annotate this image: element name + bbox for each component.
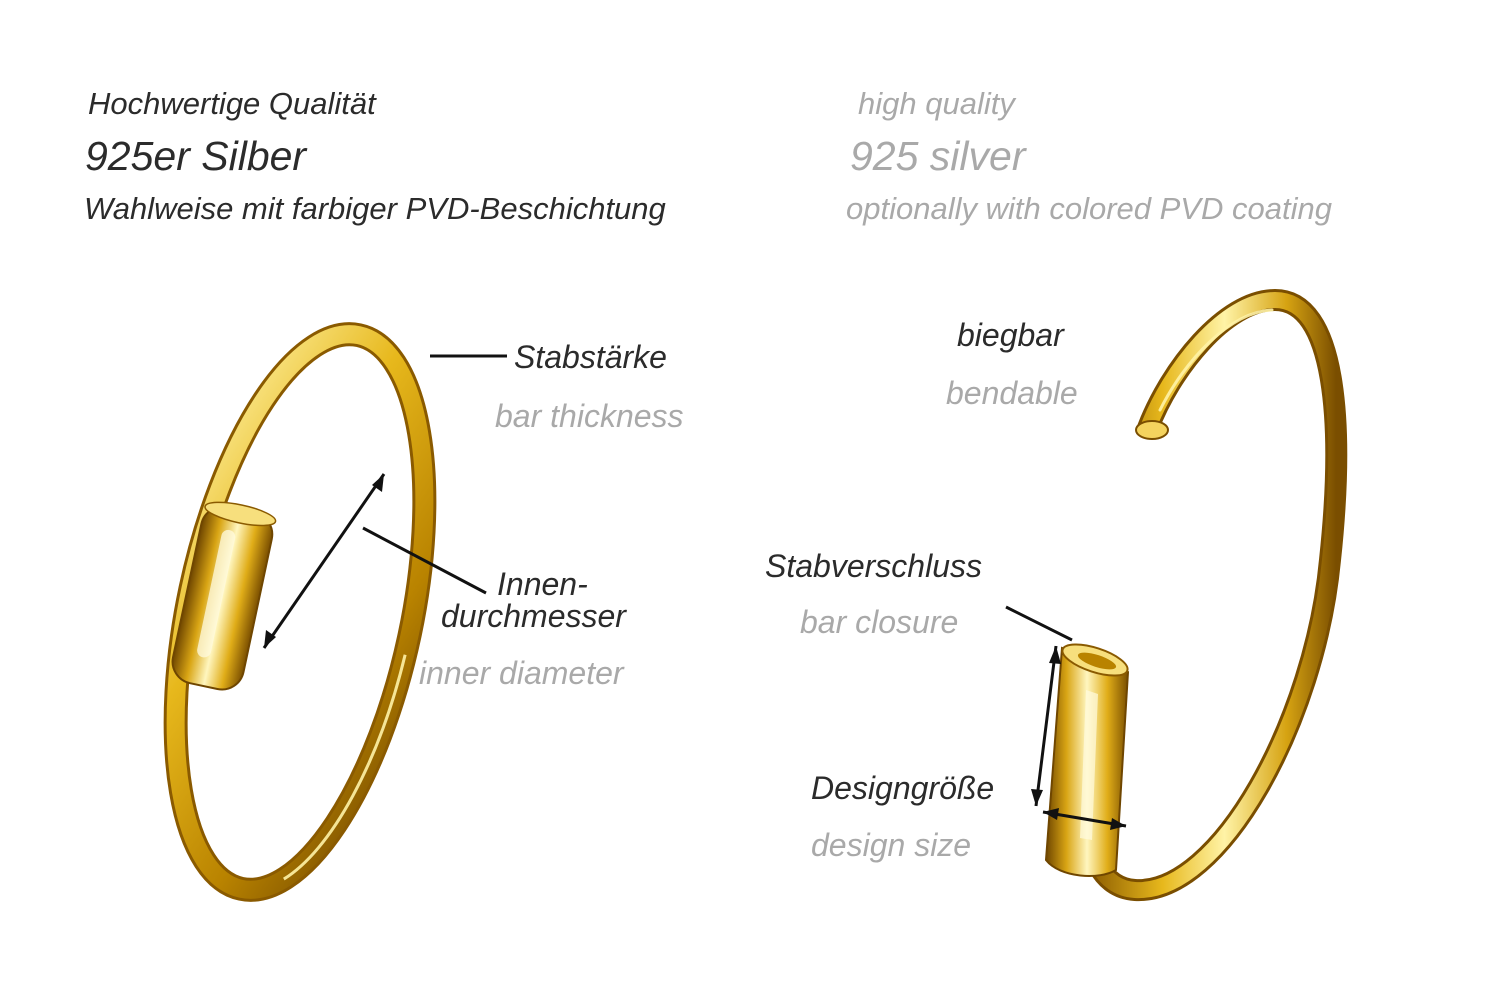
label-bar-thickness-de: Stabstärke xyxy=(514,339,667,375)
left-ring-sleeve xyxy=(171,501,277,691)
label-design-size-de: Designgröße xyxy=(811,770,995,806)
header-de-coating: Wahlweise mit farbiger PVD-Beschichtung xyxy=(84,191,666,226)
arrowheads xyxy=(264,474,1126,830)
header-en-quality: high quality xyxy=(858,86,1015,121)
right-ring-sleeve xyxy=(1044,643,1130,877)
bar-closure-leader xyxy=(1005,605,1073,642)
label-bendable-de: biegbar xyxy=(957,317,1064,353)
inner-diameter-arrow xyxy=(262,473,386,649)
label-inner-diameter-de-2: durchmesser xyxy=(441,598,626,634)
design-height-arrow xyxy=(1034,645,1058,807)
label-bendable-en: bendable xyxy=(946,375,1078,411)
header-de-quality: Hochwertige Qualität xyxy=(88,86,376,121)
label-bar-thickness-en: bar thickness xyxy=(495,398,684,434)
label-inner-diameter-en: inner diameter xyxy=(419,655,624,691)
label-design-size-en: design size xyxy=(811,827,972,863)
right-ring-end-cap xyxy=(1135,420,1169,440)
arrowhead xyxy=(1049,646,1061,664)
header-en-material: 925 silver xyxy=(850,133,1026,179)
arrowhead xyxy=(1110,818,1126,830)
right-ring xyxy=(1044,288,1348,902)
label-bar-closure-de: Stabverschluss xyxy=(765,548,982,584)
arrowhead xyxy=(1043,808,1059,820)
right-ring-band xyxy=(1077,288,1348,902)
arrowhead xyxy=(372,474,384,492)
inner-diameter-leader xyxy=(362,526,487,595)
label-inner-diameter-de-1: Innen- xyxy=(497,566,588,602)
arrowhead xyxy=(264,630,276,648)
label-bar-closure-en: bar closure xyxy=(800,604,959,640)
header-en-coating: optionally with colored PVD coating xyxy=(846,191,1332,226)
annotations xyxy=(262,354,1127,828)
arrowhead xyxy=(1031,789,1043,806)
header-de-material: 925er Silber xyxy=(85,133,307,179)
left-ring xyxy=(163,322,437,902)
